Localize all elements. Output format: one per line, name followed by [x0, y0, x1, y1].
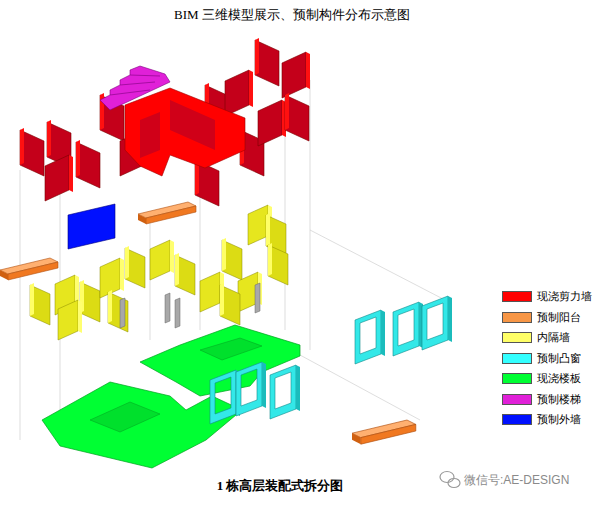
legend-swatch: [502, 394, 532, 405]
legend-swatch: [502, 353, 532, 364]
legend-swatch: [502, 414, 532, 425]
legend-text: 预制凸窗: [537, 351, 581, 366]
legend-swatch: [502, 291, 532, 302]
legend-swatch: [502, 373, 532, 384]
legend-text: 现浇楼板: [537, 371, 581, 386]
legend-swatch: [502, 332, 532, 343]
legend-text: 预制外墙: [537, 412, 581, 427]
legend-swatch: [502, 312, 532, 323]
wechat-icon: [440, 472, 460, 488]
legend-text: 内隔墙: [537, 330, 570, 345]
legend-text: 预制楼梯: [537, 392, 581, 407]
watermark: 微信号:AE-DESIGN: [464, 472, 569, 489]
diagram-title: BIM 三维模型展示、预制构件分布示意图: [174, 6, 410, 24]
legend-text: 预制阳台: [537, 310, 581, 325]
legend-text: 现浇剪力墙: [537, 289, 592, 304]
diagram-caption: 1 栋高层装配式拆分图: [217, 477, 344, 495]
